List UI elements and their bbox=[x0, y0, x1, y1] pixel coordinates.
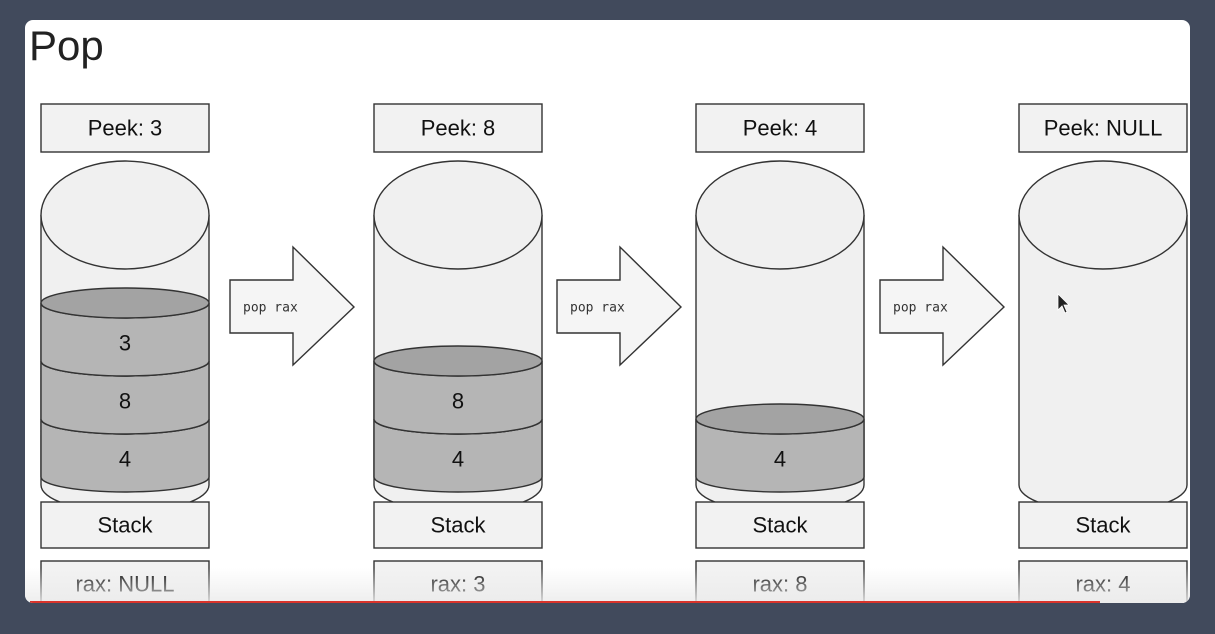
stack-item-top bbox=[695, 403, 865, 435]
peek-label: Peek: 8 bbox=[421, 116, 496, 141]
stack-cylinder-top bbox=[40, 160, 210, 270]
arrow-label: pop rax bbox=[243, 301, 298, 316]
stack-item-top bbox=[373, 345, 543, 377]
slide-title: Pop bbox=[29, 22, 104, 69]
stack-label: Stack bbox=[430, 513, 486, 538]
peek-box bbox=[40, 103, 210, 153]
stack-label-box bbox=[373, 501, 543, 549]
peek-label: Peek: NULL bbox=[1044, 116, 1163, 141]
rax-label: rax: 4 bbox=[1075, 572, 1130, 597]
pop-arrow-1: pop rax bbox=[229, 245, 356, 367]
pop-arrow-3: pop rax bbox=[879, 245, 1006, 367]
peek-label: Peek: 3 bbox=[88, 116, 163, 141]
stack-item-value: 8 bbox=[452, 389, 464, 414]
peek-box bbox=[1018, 103, 1188, 153]
stack-item-value: 8 bbox=[119, 389, 131, 414]
video-progress-bar[interactable] bbox=[30, 601, 1100, 603]
stack-cylinder-top bbox=[373, 160, 543, 270]
arrow-shape bbox=[229, 245, 356, 367]
rax-label: rax: NULL bbox=[75, 572, 174, 597]
stack-item-top bbox=[40, 287, 210, 319]
arrow-label: pop rax bbox=[893, 301, 948, 316]
stack-label-box bbox=[1018, 501, 1188, 549]
peek-box bbox=[373, 103, 543, 153]
rax-label: rax: 3 bbox=[430, 572, 485, 597]
peek-label: Peek: 4 bbox=[743, 116, 818, 141]
stack-cylinder-top bbox=[1018, 160, 1188, 270]
stack-label: Stack bbox=[752, 513, 808, 538]
arrow-shape bbox=[556, 245, 683, 367]
stack-item-value: 3 bbox=[119, 331, 131, 356]
stack-item-value: 4 bbox=[452, 447, 464, 472]
stack-item-value: 4 bbox=[119, 447, 131, 472]
stack-item-value: 4 bbox=[774, 447, 786, 472]
stack-label: Stack bbox=[1075, 513, 1131, 538]
stack-label-box bbox=[695, 501, 865, 549]
stack-label-box bbox=[40, 501, 210, 549]
arrow-shape bbox=[879, 245, 1006, 367]
stack-label: Stack bbox=[97, 513, 153, 538]
stack-cylinder-top bbox=[695, 160, 865, 270]
arrow-label: pop rax bbox=[570, 301, 625, 316]
rax-label: rax: 8 bbox=[752, 572, 807, 597]
mouse-pointer-icon bbox=[1057, 293, 1070, 314]
peek-box bbox=[695, 103, 865, 153]
stack-stage-4: Peek: NULL Stack rax: 4 bbox=[1018, 103, 1188, 603]
pop-arrow-2: pop rax bbox=[556, 245, 683, 367]
